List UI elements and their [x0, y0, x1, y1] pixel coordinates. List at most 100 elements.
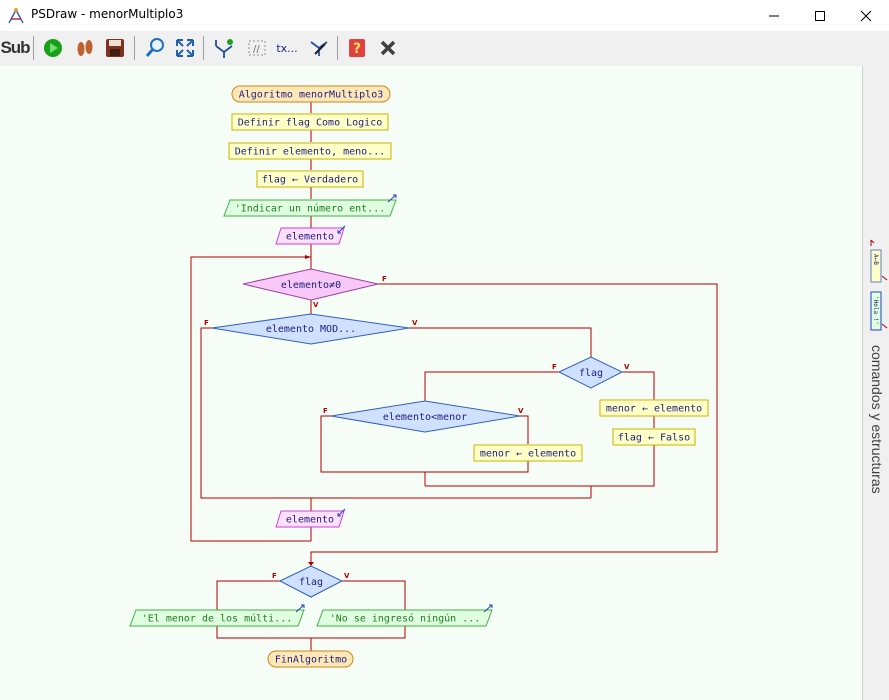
output-result-shape[interactable] [129, 609, 305, 627]
comment-icon: // [248, 40, 266, 56]
connector-arrowheads [305, 255, 314, 566]
help-button[interactable]: ? [343, 33, 371, 63]
subprocess-button[interactable]: Sub [0, 33, 30, 63]
comment-button[interactable]: // [243, 33, 271, 63]
define-vars-text: Definir elemento, meno... [235, 147, 386, 158]
end-terminal[interactable] [267, 650, 354, 668]
mod-true-label: V [412, 319, 418, 327]
flowchart-variables-icon [215, 39, 233, 58]
output-none-shape[interactable] [316, 609, 493, 627]
toolbar-separator [33, 36, 34, 60]
read-element-text-1: elemento [286, 232, 334, 243]
step-by-step-button[interactable] [71, 33, 99, 63]
toolbar-separator [203, 36, 204, 60]
assign-flag-true-text: flag ← Verdadero [262, 175, 358, 186]
floppy-disk-icon [106, 39, 124, 57]
while-false-label: F [382, 275, 387, 283]
help-icon: ? [349, 39, 365, 57]
input-arrow-icon [337, 225, 346, 234]
comment-slashes: // [253, 44, 260, 55]
output-arrow-icon [295, 604, 305, 613]
if-less-diamond[interactable] [330, 400, 521, 433]
while-condition-diamond[interactable] [242, 268, 379, 301]
expand-arrows-icon [176, 39, 194, 57]
output-command-icon[interactable]: 'Hola !' [870, 291, 888, 331]
while-true-label: V [313, 301, 319, 309]
output-prompt-text: 'Indicar un número ent... [235, 203, 386, 215]
toolbar-separator [337, 36, 338, 60]
if-flag-inner-text: flag [579, 368, 603, 379]
side-panel-shapes: A←B 'Hola !' [870, 239, 888, 331]
subprocess-label: Sub [0, 38, 30, 57]
x-icon [380, 40, 396, 56]
assign-menor-else-process[interactable] [599, 399, 709, 417]
assign-flag-false-text: flag ← Falso [618, 433, 690, 444]
if-less-text: elemento<menor [383, 412, 467, 423]
final-false-label: F [272, 572, 277, 580]
assign-flag-true-process[interactable] [256, 170, 364, 188]
zoom-button[interactable] [141, 33, 169, 63]
assign-command-icon[interactable]: A←B [870, 239, 888, 283]
text-label: tx... [276, 41, 298, 55]
structure-button[interactable] [305, 33, 333, 63]
assign-menor-then-process[interactable] [473, 444, 583, 462]
while-condition-text: elemento≠0 [281, 280, 341, 291]
title-bar: PSDraw - menorMultiplo3 [0, 0, 889, 31]
output-result-text: 'El menor de los múlti... [142, 613, 293, 625]
text-button[interactable]: tx... [273, 33, 301, 63]
assign-menor-then-text: menor ← elemento [480, 449, 576, 460]
minimize-icon [769, 15, 779, 16]
mod-false-label: F [204, 319, 209, 327]
svg-text:?: ? [353, 41, 361, 57]
variables-button[interactable] [210, 33, 238, 63]
assign-flag-false-process[interactable] [612, 428, 696, 446]
flowchart-canvas[interactable]: F V F V F V F V F V Algoritmo menorMulti… [0, 66, 862, 700]
output-arrow-icon [483, 604, 493, 613]
flag-inner-false-label: F [552, 363, 557, 371]
output-arrow-icon [387, 194, 397, 203]
close-button[interactable] [843, 0, 889, 31]
maximize-button[interactable] [797, 0, 843, 31]
flowchart-svg: F V F V F V F V F V Algoritmo menorMulti… [129, 85, 718, 668]
flowchart-structure-icon [310, 41, 328, 56]
define-vars-process[interactable] [228, 142, 392, 160]
magnifier-icon [145, 38, 164, 57]
minimize-button[interactable] [751, 0, 797, 31]
fit-view-button[interactable] [171, 33, 199, 63]
read-element-shape-2[interactable] [275, 510, 345, 528]
final-true-label: V [344, 572, 350, 580]
toolbar: Sub // tx... ? [0, 31, 889, 66]
assign-menor-else-text: menor ← elemento [606, 404, 702, 415]
save-button[interactable] [101, 33, 129, 63]
if-mod-text: elemento MOD... [266, 324, 356, 335]
if-mod-diamond[interactable] [211, 313, 410, 345]
side-panel-label-container: comandos y estructuras [867, 345, 887, 525]
output-prompt-shape[interactable] [223, 199, 397, 217]
read-element-text-2: elemento [286, 515, 334, 526]
read-element-shape-1[interactable] [275, 227, 345, 245]
side-panel-label: comandos y estructuras [869, 345, 885, 494]
footsteps-icon [77, 40, 93, 56]
define-flag-process[interactable] [231, 113, 389, 131]
close-icon [860, 10, 872, 21]
flow-connectors [190, 102, 718, 651]
start-terminal[interactable] [231, 85, 391, 103]
input-arrow-icon [337, 508, 346, 517]
window-title: PSDraw - menorMultiplo3 [31, 7, 184, 21]
toolbar-separator [134, 36, 135, 60]
if-flag-final-diamond[interactable] [278, 565, 344, 598]
start-terminal-text: Algoritmo menorMultiplo3 [239, 90, 384, 101]
if-flag-inner-diamond[interactable] [557, 356, 624, 389]
run-icon [44, 39, 62, 57]
psdraw-app-icon [7, 7, 25, 25]
maximize-icon [815, 10, 825, 21]
less-true-label: V [518, 407, 524, 415]
assign-icon-text: A←B [872, 254, 879, 265]
close-view-button[interactable] [374, 33, 402, 63]
less-false-label: F [323, 407, 328, 415]
define-flag-text: Definir flag Como Logico [238, 118, 383, 129]
run-button[interactable] [39, 33, 67, 63]
end-terminal-text: FinAlgoritmo [275, 655, 347, 666]
flag-inner-true-label: V [624, 363, 630, 371]
commands-side-panel[interactable]: A←B 'Hola !' [862, 66, 889, 700]
